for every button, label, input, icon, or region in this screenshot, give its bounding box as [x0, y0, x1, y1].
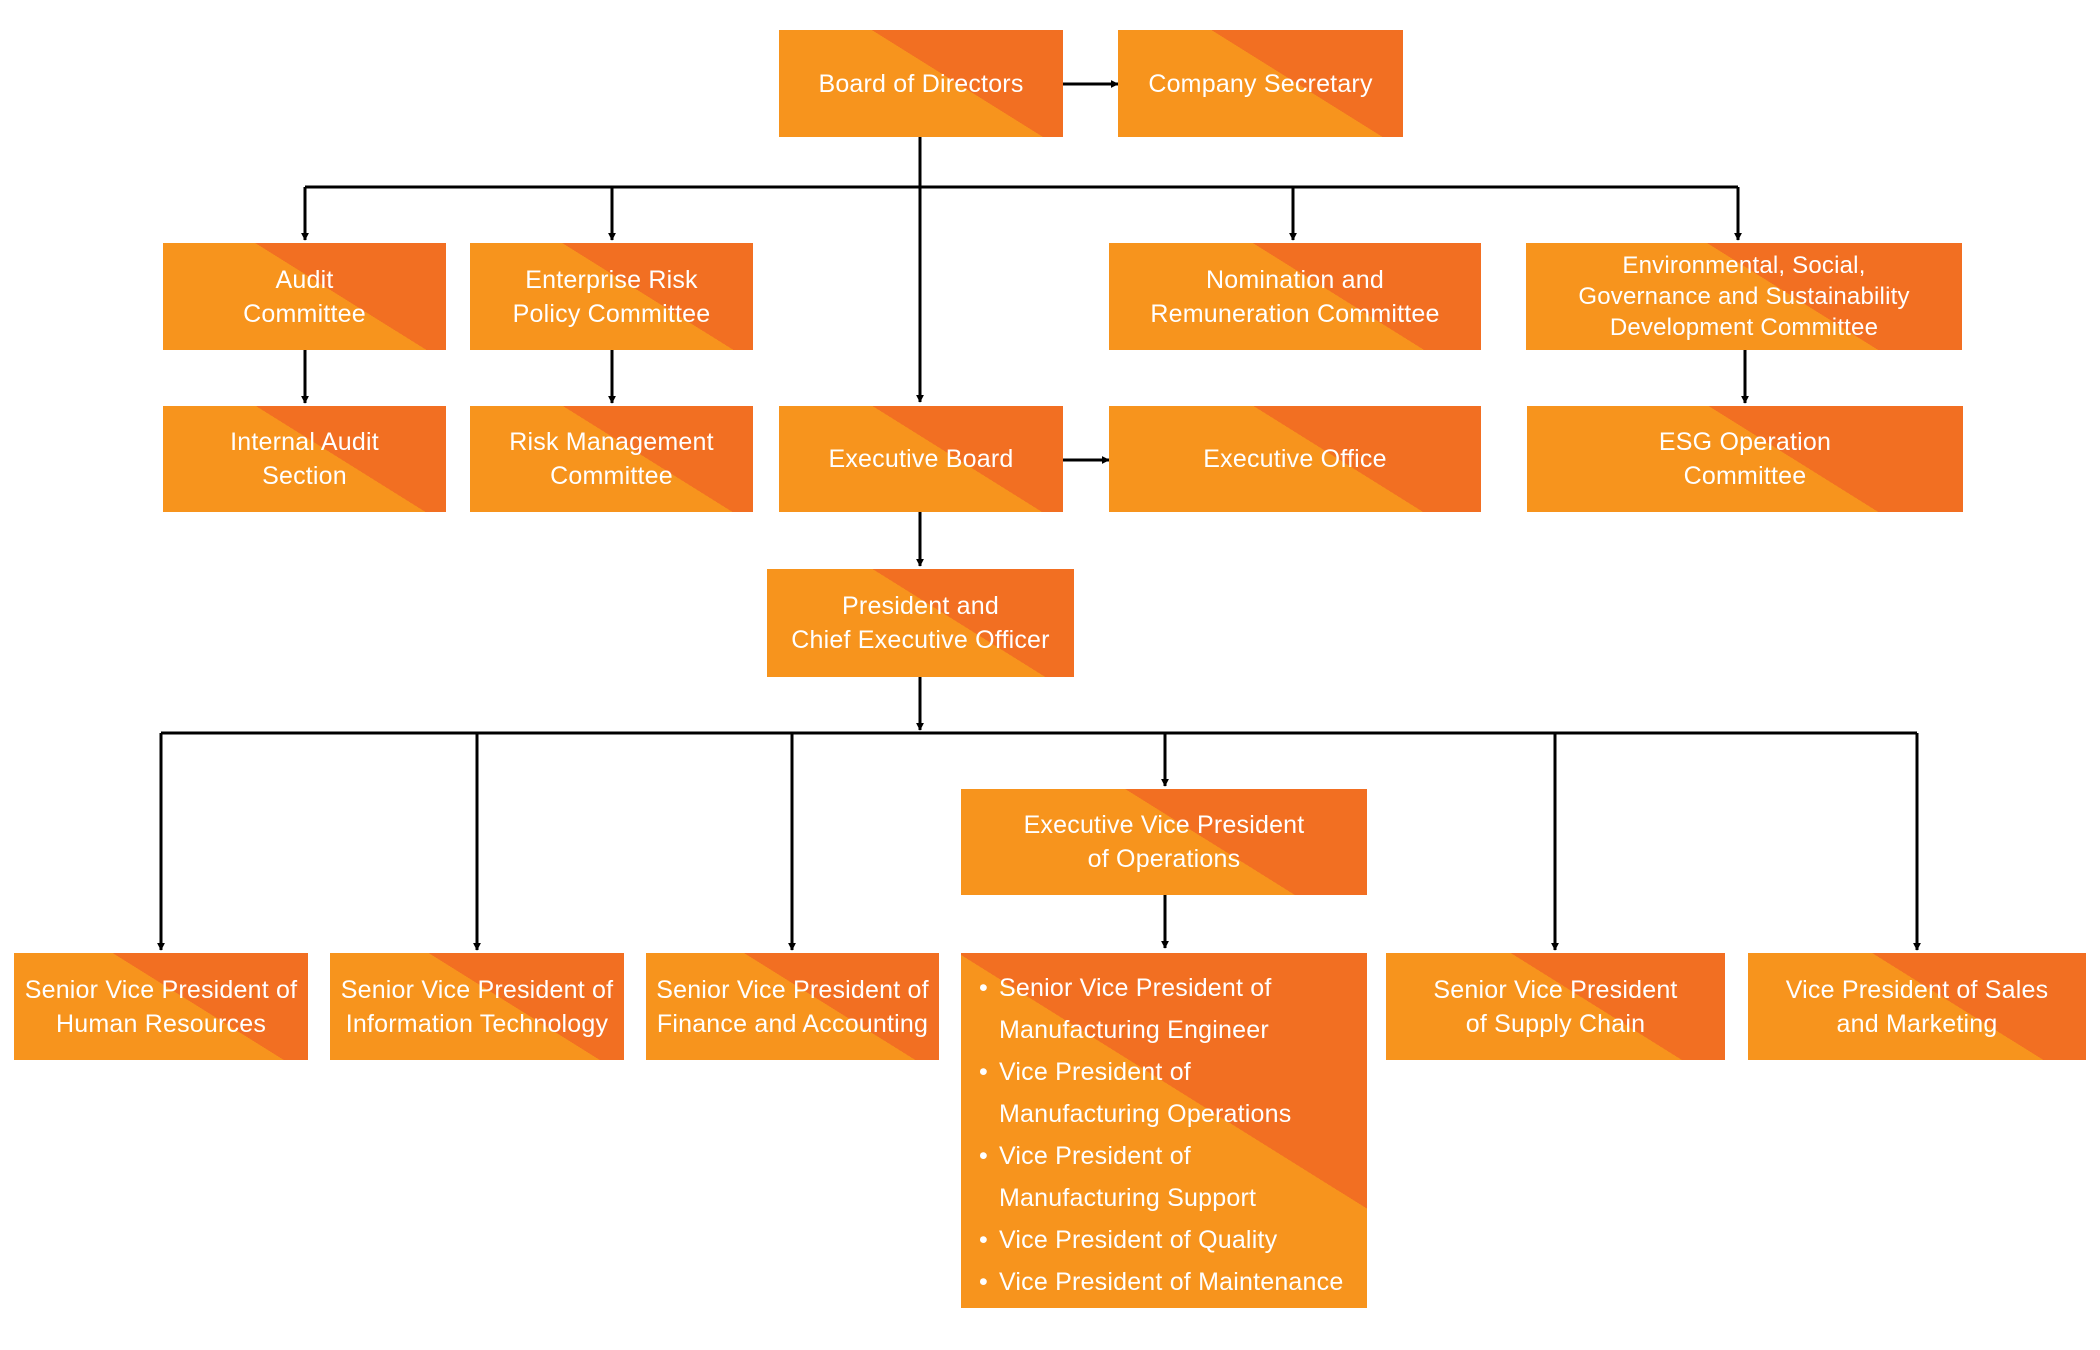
executive-office-box: Executive Office — [1109, 406, 1481, 512]
operations-vp-item: Vice President of Quality — [979, 1219, 1353, 1261]
board-of-directors-box: Board of Directors — [779, 30, 1063, 137]
operations-vp-item: Vice President of Manufacturing Operatio… — [979, 1051, 1353, 1135]
executive-board-box: Executive Board — [779, 406, 1063, 512]
operations-vp-item: Vice President of Manufacturing Support — [979, 1135, 1353, 1219]
executive-office-label: Executive Office — [1203, 445, 1387, 473]
operations-vp-list-box: Senior Vice President of Manufacturing E… — [961, 953, 1367, 1308]
esg-development-committee-label: Environmental, Social,Governance and Sus… — [1578, 252, 1910, 341]
operations-vp-list: Senior Vice President of Manufacturing E… — [979, 967, 1353, 1303]
company-secretary-box: Company Secretary — [1118, 30, 1403, 137]
operations-vp-item: Vice President of Maintenance — [979, 1261, 1353, 1303]
board-of-directors-label: Board of Directors — [818, 69, 1024, 98]
executive-board-label: Executive Board — [828, 445, 1014, 473]
company-secretary-label: Company Secretary — [1148, 69, 1373, 98]
esg-development-committee-box: Environmental, Social,Governance and Sus… — [1526, 243, 1962, 350]
operations-vp-item: Senior Vice President of Manufacturing E… — [979, 967, 1353, 1051]
